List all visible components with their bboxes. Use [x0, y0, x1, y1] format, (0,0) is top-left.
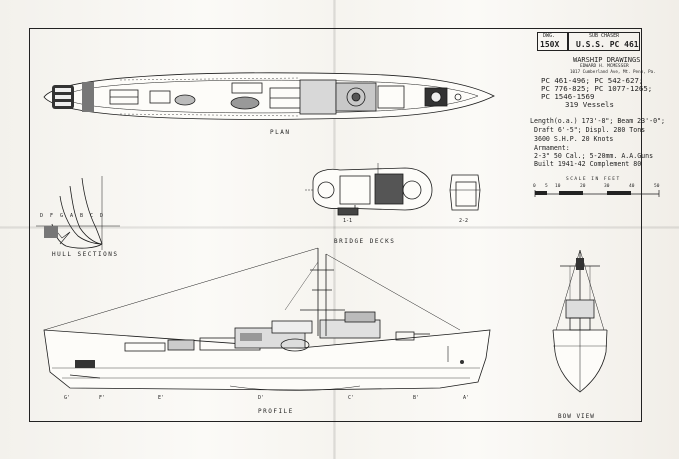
- profile-view-drawing: [43, 247, 491, 391]
- hull-section-letter: B: [80, 213, 84, 219]
- hull-section-letter: F: [50, 213, 54, 219]
- spec-length: Length(o.a.) 173'-8"; Beam 23'-0";: [530, 117, 665, 125]
- scale-tick-40: 40: [629, 184, 635, 189]
- scale-tick-10: 10: [555, 184, 561, 189]
- title-block-dwg-cell: [537, 32, 568, 51]
- bridge-decks-label: BRIDGE DECKS: [334, 238, 396, 245]
- vessel-count: 319 Vessels: [565, 100, 614, 109]
- spec-built: Built 1941-42 Complement 80: [534, 160, 642, 168]
- drawing-number: 150X: [540, 40, 560, 49]
- station-marker: B': [413, 395, 420, 401]
- bridge-decks-drawing: [305, 163, 481, 216]
- drawing-border: [29, 28, 642, 422]
- hull-sections-drawing: [36, 176, 120, 250]
- hull-numbers-line-3: PC 1546-1569: [541, 92, 595, 101]
- paper-fold-horizontal: [0, 226, 679, 229]
- scale-tick-50: 50: [654, 184, 660, 189]
- spec-armament-title: Armament:: [534, 144, 570, 152]
- station-marker: F': [99, 395, 106, 401]
- scale-tick-0: 0: [533, 184, 536, 189]
- hull-section-letter: D: [40, 213, 44, 219]
- station-marker: A': [463, 395, 470, 401]
- scale-tick-20: 20: [580, 184, 586, 189]
- station-marker: E': [158, 395, 165, 401]
- bridge-section-1-label: 1-1: [343, 218, 353, 224]
- scale-tick-30: 30: [604, 184, 610, 189]
- hull-numbers-line-1: PC 461-496; PC 542-627;: [541, 76, 644, 85]
- bridge-section-2-label: 2-2: [459, 218, 469, 224]
- profile-label: PROFILE: [258, 408, 294, 415]
- hull-section-letter: G: [60, 213, 64, 219]
- hull-sections-label: HULL SECTIONS: [52, 251, 119, 258]
- ship-type: SUB CHASER: [589, 33, 620, 39]
- hull-section-letter: C: [90, 213, 94, 219]
- station-marker: C': [348, 395, 355, 401]
- series-heading: WARSHIP DRAWINGS: [573, 56, 641, 64]
- paper-fold-vertical: [333, 0, 336, 459]
- scale-bar: [534, 190, 660, 197]
- scale-tick-5: 5: [545, 184, 548, 189]
- hull-section-letter: A: [70, 213, 74, 219]
- bow-view-drawing: [552, 249, 608, 393]
- author-address: 1017 Cumberland Ave, Mt. Penn, Pa.: [570, 69, 656, 74]
- title-block-ship-cell: [568, 32, 640, 51]
- hull-numbers-line-2: PC 776-825; PC 1077-1265;: [541, 84, 653, 93]
- plan-label: PLAN: [270, 129, 291, 136]
- plan-view-drawing: [43, 72, 495, 120]
- station-marker: D': [258, 395, 265, 401]
- author-name: EDWARD H. MCMESSER: [580, 64, 629, 69]
- spec-draft: Draft 6'-5"; Displ. 280 Tons: [534, 126, 646, 134]
- dwg-label: DWG.: [543, 33, 556, 39]
- ship-name: U.S.S. PC 461: [576, 40, 639, 49]
- spec-power: 3600 S.H.P. 20 Knots: [534, 135, 614, 143]
- scale-title: SCALE IN FEET: [566, 177, 621, 182]
- station-marker: G': [64, 395, 71, 401]
- hull-section-letter: D: [100, 213, 104, 219]
- spec-armament: 2-3" 50 Cal.; 5-20mm. A.A.Guns: [534, 152, 654, 160]
- bow-view-label: BOW VIEW: [558, 413, 595, 420]
